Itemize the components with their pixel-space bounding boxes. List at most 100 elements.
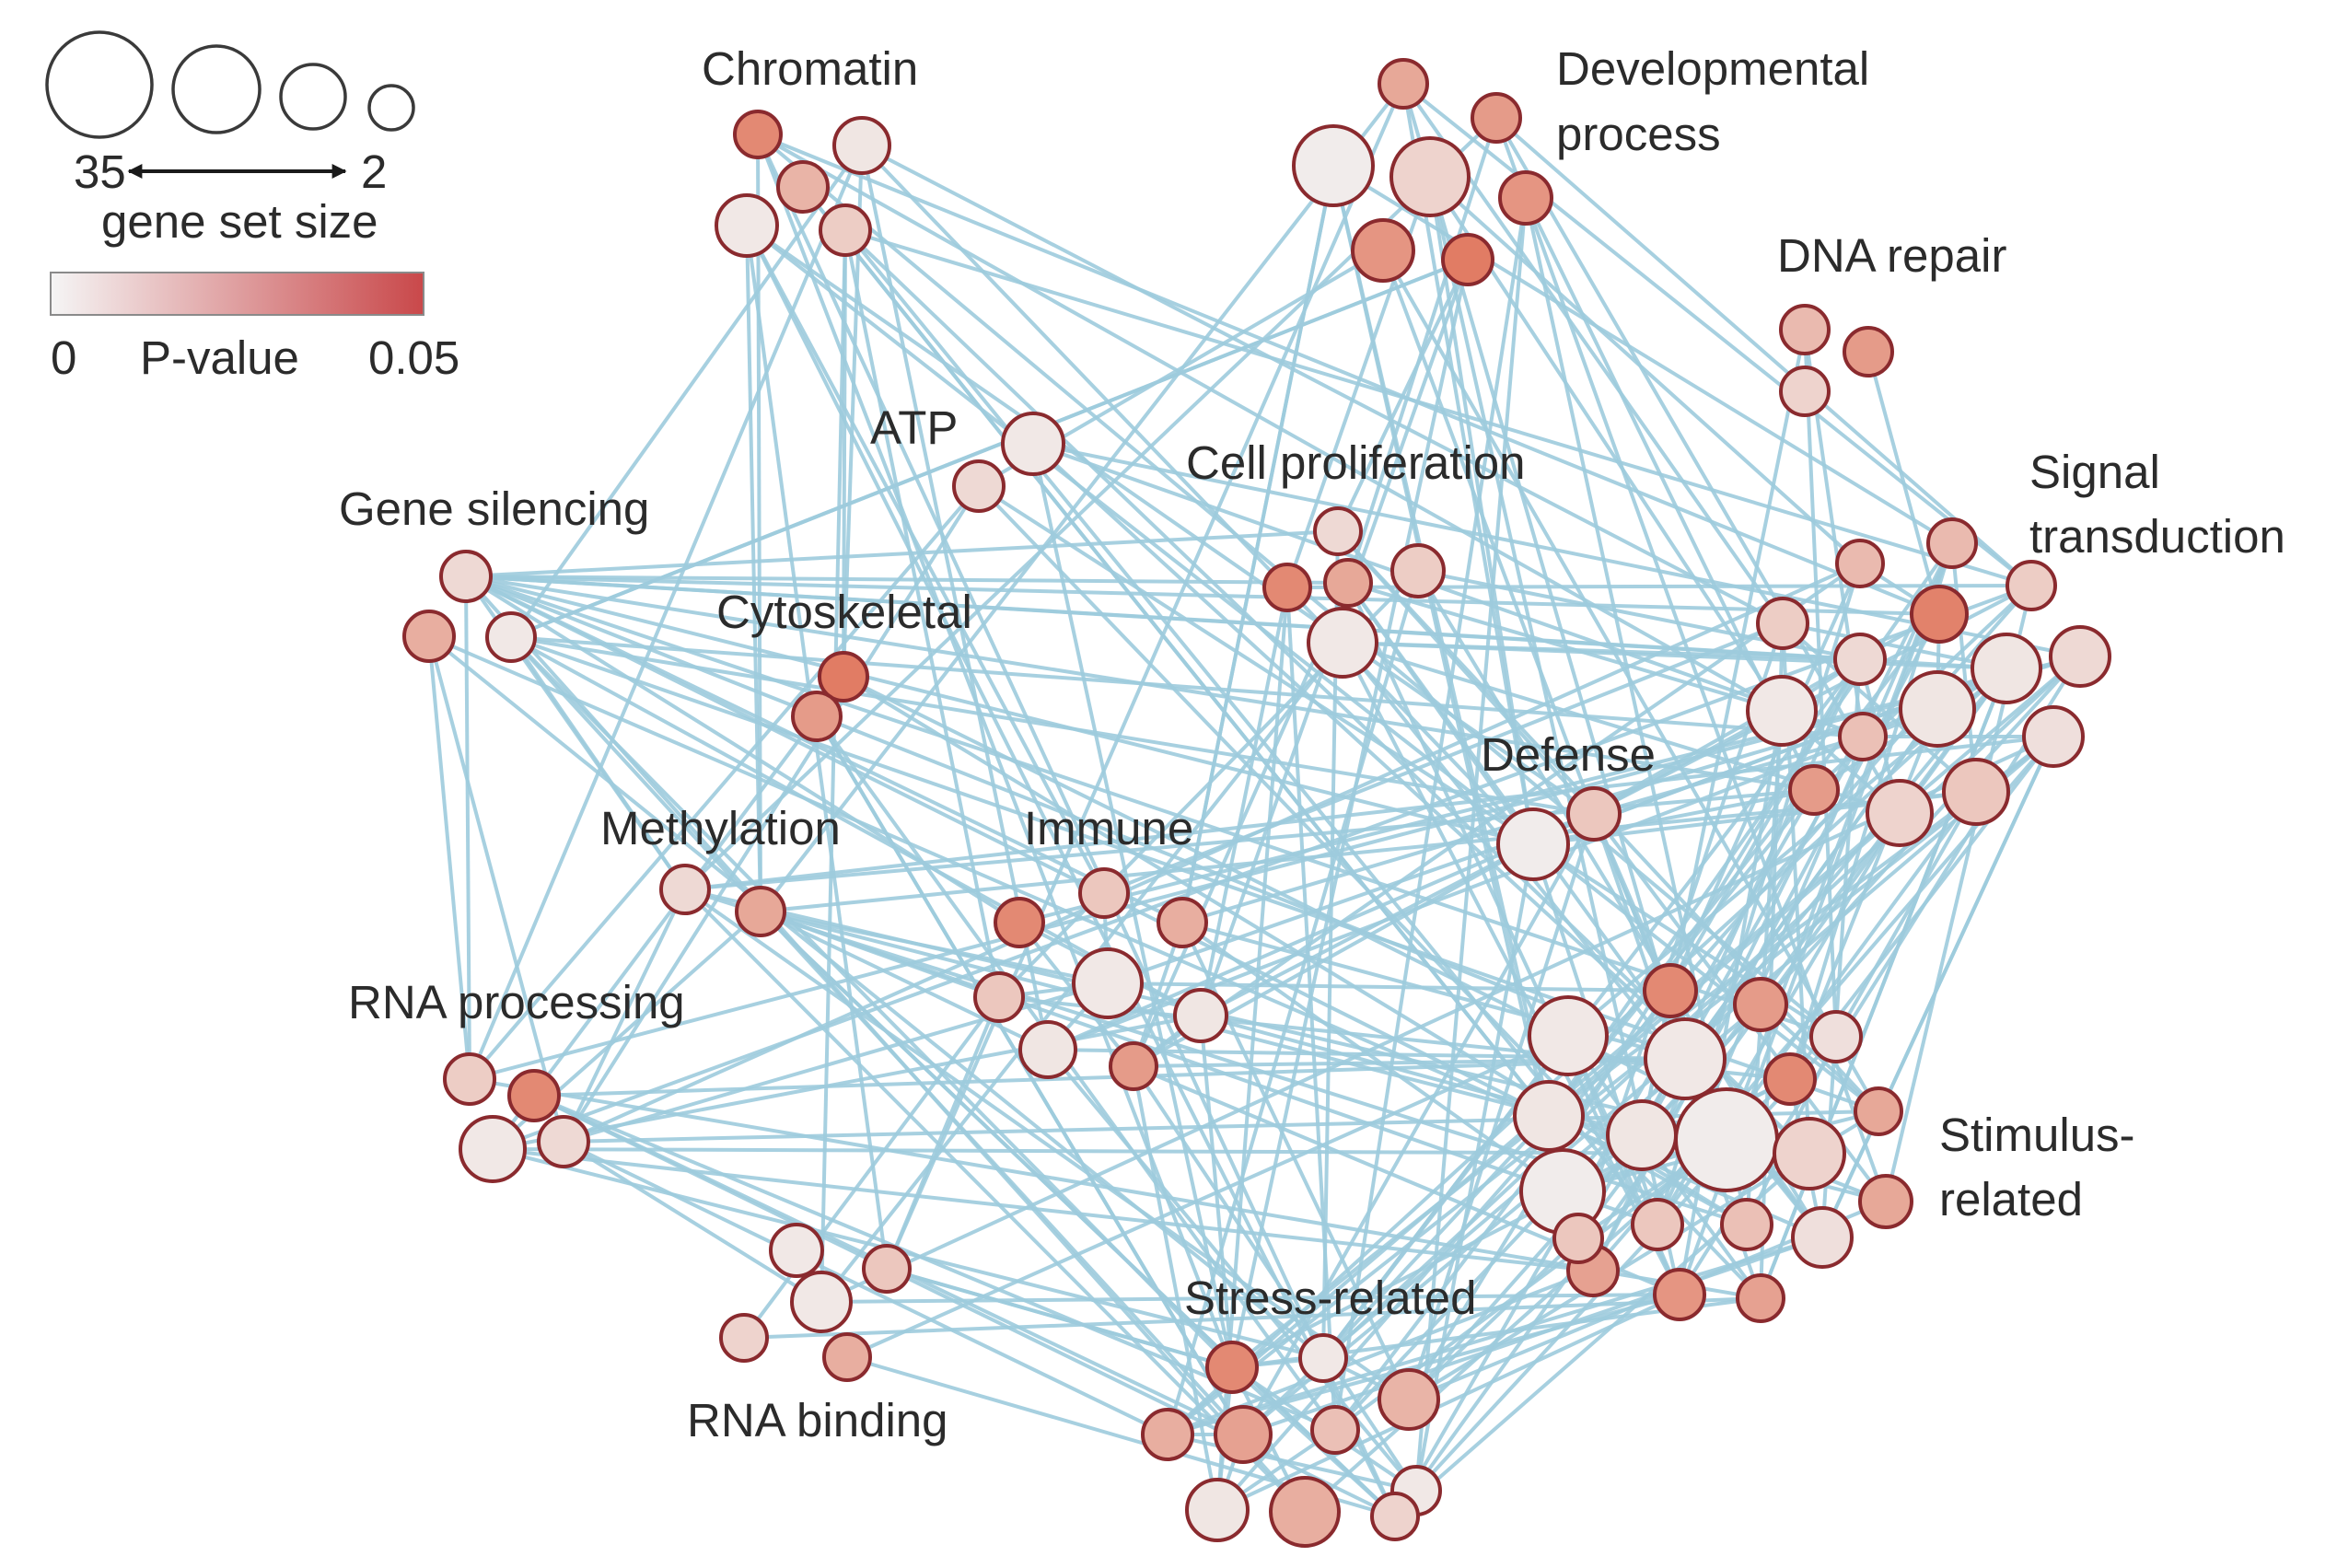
edge-276 [1950, 542, 1978, 793]
edge-256 [1333, 989, 1672, 1432]
node-stress-82 [1214, 1405, 1273, 1464]
node-signal-56 [1866, 779, 1934, 847]
edge-54 [759, 82, 1405, 913]
node-immune-32 [994, 897, 1045, 948]
edge-105 [465, 575, 1183, 924]
node-immune-31 [1078, 867, 1130, 919]
label-cell-proliferation: Cell proliferation [1186, 436, 1526, 489]
edge-100 [465, 575, 1861, 661]
edge-251 [1407, 1237, 1580, 1401]
node-signal-53 [1838, 712, 1888, 761]
edge-7 [861, 144, 1784, 625]
node-stress-85 [1185, 1478, 1250, 1542]
edge-154 [760, 910, 1049, 1051]
edge-216 [1820, 736, 2055, 1238]
label-rna-binding: RNA binding [687, 1394, 948, 1446]
edge-19 [756, 134, 762, 912]
edge-28 [1428, 175, 1862, 565]
node-rna-processing-39 [443, 1052, 496, 1106]
legend-pvalue-caption: P-value [140, 331, 299, 384]
label-cytoskeletal: Cytoskeletal [716, 586, 972, 638]
edge-183 [533, 1057, 1686, 1098]
edge-99 [510, 635, 1864, 738]
node-rna-binding-91 [719, 1313, 769, 1363]
node-signal-52 [1899, 670, 1976, 748]
edge-237 [1166, 735, 2055, 1436]
node-rna-processing-42 [537, 1115, 590, 1168]
edge-190 [533, 1094, 1336, 1432]
edge-246 [1216, 1293, 1680, 1512]
legend-pvalue-min: 0 [51, 331, 76, 384]
edge-22 [745, 224, 1596, 816]
label-dna-repair: DNA repair [1777, 229, 2006, 282]
edge-142 [1407, 813, 1596, 1400]
node-immune-37 [1018, 1020, 1077, 1079]
node-cell-proliferation-21 [1307, 607, 1378, 679]
edge-5 [801, 185, 1551, 1118]
edge-257 [1321, 1114, 1551, 1360]
label-rna-processing: RNA processing [348, 976, 685, 1028]
edge-88 [465, 575, 1349, 585]
edge-52 [1381, 250, 1596, 815]
node-stress-86 [1269, 1476, 1341, 1548]
node-stress-79 [1205, 1341, 1259, 1394]
legend-pvalue-max: 0.05 [368, 331, 459, 384]
node-immune-35 [973, 971, 1025, 1023]
edge-46 [510, 258, 1469, 639]
node-dna-repair-12 [1779, 304, 1831, 355]
node-atp-16 [952, 459, 1006, 513]
legend-size-circle-m [279, 63, 347, 131]
edge-112 [464, 575, 471, 1080]
edge-206 [1547, 541, 1954, 1118]
node-stress-83 [1310, 1405, 1360, 1455]
legend-size-min: 2 [361, 145, 387, 198]
edge-159 [684, 788, 1815, 891]
node-stimulus-65 [1606, 1099, 1678, 1171]
edge-17 [820, 229, 847, 1303]
node-signal-46 [1756, 597, 1809, 650]
edge-11 [756, 134, 1397, 1517]
node-signal-49 [2049, 625, 2111, 688]
edge-69 [1347, 581, 1783, 713]
edge-47 [1336, 259, 1470, 532]
edge-97 [465, 575, 1550, 1118]
node-chromatin-0 [733, 110, 783, 159]
node-developmental-9 [1498, 170, 1553, 226]
label-developmental-line1: Developmental [1556, 42, 1869, 95]
label-chromatin: Chromatin [702, 42, 918, 95]
legend-size-circle-xl [45, 30, 154, 139]
node-methylation-29 [659, 864, 711, 915]
node-stimulus-59 [1733, 977, 1788, 1032]
node-stimulus-67 [1773, 1117, 1846, 1191]
edge-104 [464, 575, 1021, 924]
edge-153 [760, 910, 1000, 999]
node-stimulus-63 [1763, 1052, 1817, 1106]
node-signal-45 [2006, 560, 2057, 611]
edge-185 [469, 1077, 1761, 1300]
node-stimulus-76 [1736, 1273, 1785, 1323]
label-stimulus-line1: Stimulus- [1939, 1109, 2135, 1161]
node-stimulus-75 [1653, 1268, 1706, 1321]
node-rna-processing-41 [459, 1115, 527, 1183]
node-gene-silencing-24 [485, 611, 537, 663]
node-atp-15 [1001, 412, 1065, 476]
edge-65 [1032, 442, 1864, 738]
edge-90 [1336, 529, 1596, 816]
edge-161 [1103, 621, 1784, 895]
edge-188 [563, 1140, 1168, 1436]
edge-252 [1167, 1236, 1823, 1436]
node-gene-silencing-22 [439, 550, 493, 603]
legend: 35 2 gene set size 0 P-value 0.05 [45, 30, 459, 384]
edge-245 [1230, 1114, 1551, 1369]
node-cell-proliferation-18 [1262, 563, 1312, 612]
edge-274 [885, 996, 1001, 1270]
edge-96 [465, 575, 1837, 1039]
node-dna-repair-14 [1779, 366, 1831, 417]
node-stimulus-58 [1643, 963, 1698, 1018]
edge-275 [820, 735, 2054, 1304]
node-signal-48 [1833, 633, 1887, 686]
edge-269 [846, 1034, 1569, 1359]
node-stress-78 [1298, 1333, 1348, 1383]
node-defense-27 [1566, 786, 1622, 842]
